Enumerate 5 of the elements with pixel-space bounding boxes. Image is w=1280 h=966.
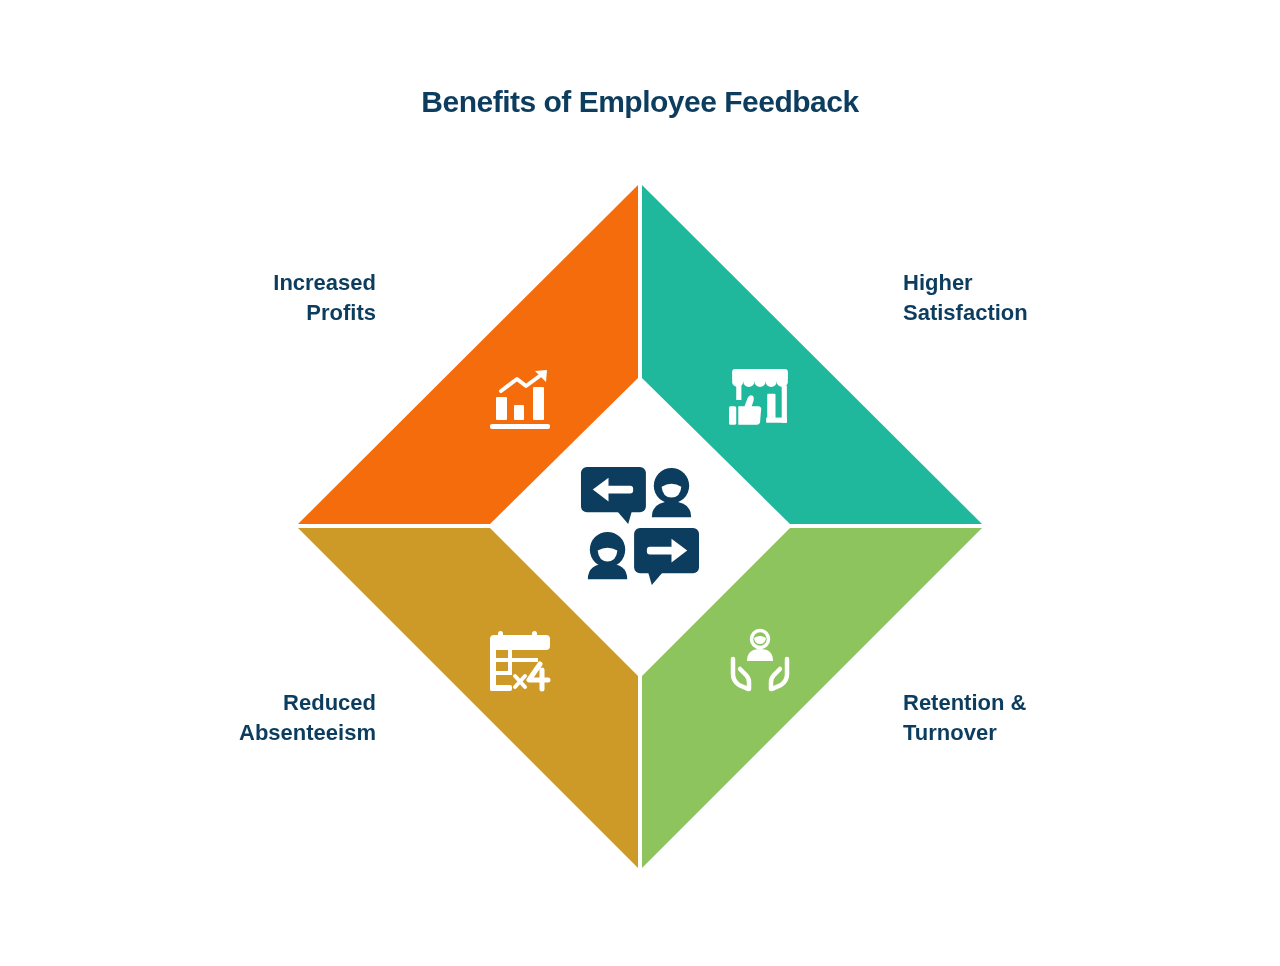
diagram-title: Benefits of Employee Feedback [421,84,859,120]
benefit-label: Increased Profits [272,269,376,327]
benefit-label: Higher Satisfaction [903,269,1029,327]
benefit-label: Reduced Absenteeism [238,689,376,747]
benefit-label: Retention & Turnover [903,689,1028,747]
